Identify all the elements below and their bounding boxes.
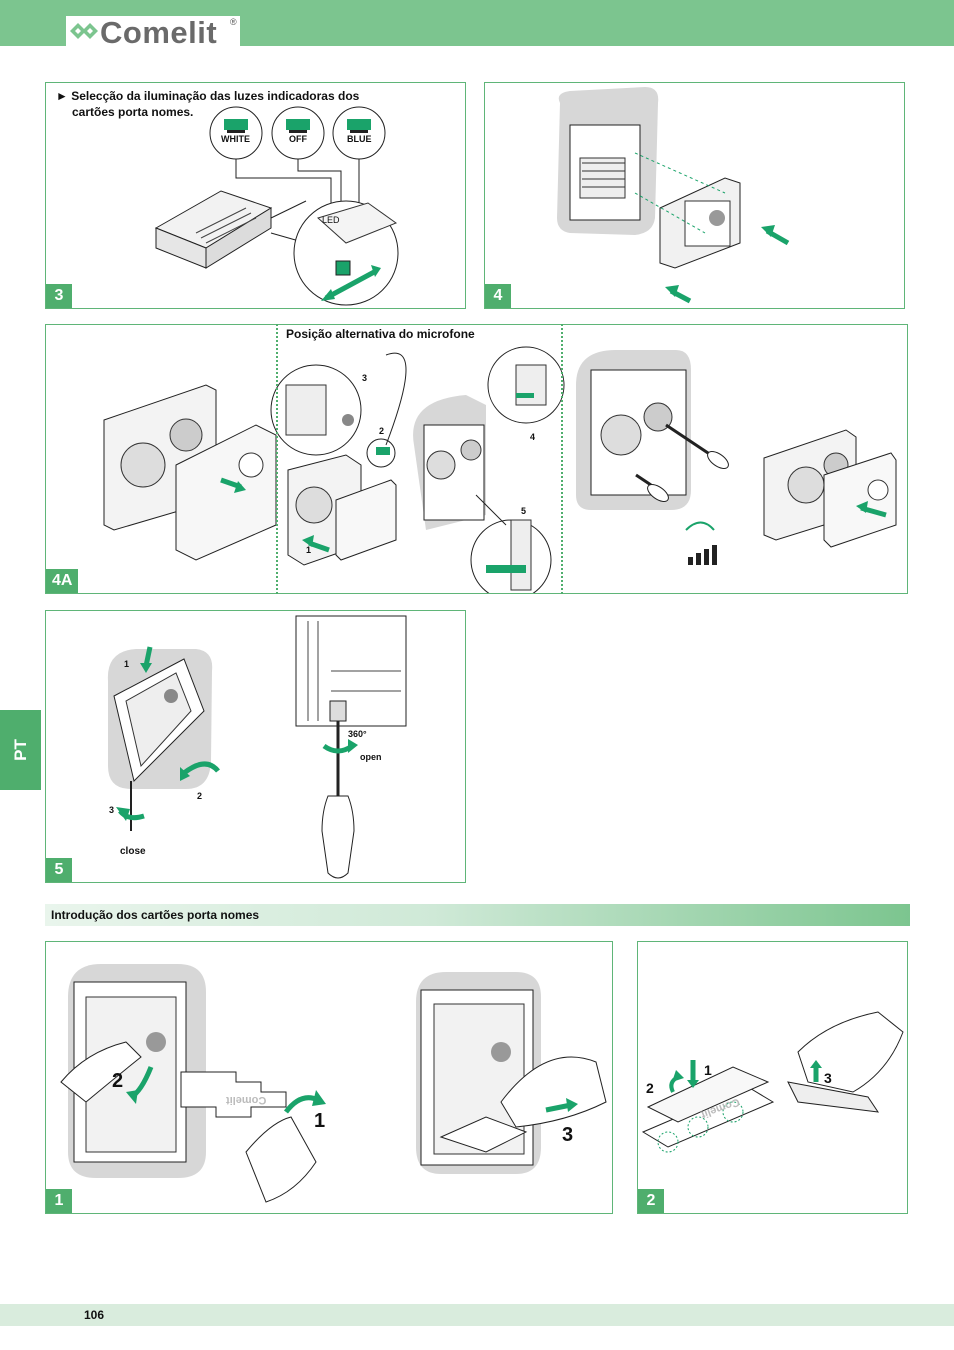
panel-number-badge: 3 <box>46 284 72 308</box>
mic-step-1: 1 <box>306 545 312 555</box>
panel-number-badge: 4 <box>485 284 511 308</box>
card-brand-watermark: Comelit <box>226 1094 267 1106</box>
led-title-line-1: ► Selecção da iluminação das luzes indic… <box>56 89 360 103</box>
divider-2 <box>561 324 563 594</box>
led-selection-illustration <box>154 106 399 306</box>
insert-step-3: 3 <box>562 1124 574 1146</box>
fold-step-2: 2 <box>646 1080 654 1096</box>
mic-alt-title: Posição alternativa do microfone <box>286 327 475 341</box>
microphone-position-illustration <box>103 346 897 593</box>
insert-step-1: 1 <box>314 1110 326 1132</box>
panel-step-2: 1 2 3 Comelit 2 <box>637 941 908 1214</box>
panel-number-badge: 1 <box>46 1189 72 1213</box>
frame-step-2: 2 <box>197 791 203 801</box>
insert-step-2: 2 <box>112 1070 124 1092</box>
frame-step-3: 3 <box>109 805 115 815</box>
panel-step-1: 2 1 3 Comelit 1 <box>45 941 613 1214</box>
option-blue-label: BLUE <box>347 134 372 144</box>
panel-step-4: 4 <box>484 82 905 309</box>
mic-step-2: 2 <box>379 426 385 436</box>
brand-name: Comelit <box>100 15 218 50</box>
panel-number-badge: 4A <box>46 569 79 593</box>
comelit-logo-icon <box>70 23 98 39</box>
panel-step-3: ► Selecção da iluminação das luzes indic… <box>45 82 466 309</box>
mic-step-3: 3 <box>362 373 368 383</box>
frame-closing-illustration <box>107 615 407 879</box>
fold-step-3: 3 <box>824 1070 832 1086</box>
footer-bar: 106 <box>0 1304 954 1326</box>
page-number: 106 <box>84 1308 105 1322</box>
mic-step-4: 4 <box>530 432 536 442</box>
module-mounting-illustration <box>557 87 790 304</box>
panel-step-5: 1 2 3 close 360° open 5 <box>45 610 466 883</box>
card-folding-illustration <box>641 1011 904 1153</box>
panel-number-badge: 5 <box>46 858 72 882</box>
led-board-label: LED <box>322 215 340 225</box>
section-header: Introdução dos cartões porta nomes <box>45 904 910 926</box>
language-tab-label: PT <box>11 739 30 761</box>
option-off-label: OFF <box>289 134 307 144</box>
fold-step-1: 1 <box>704 1062 712 1078</box>
panel-step-4a: Posição alternativa do microfone 1 2 3 4… <box>45 324 908 594</box>
frame-step-1: 1 <box>124 659 130 669</box>
led-title-line-2: cartões porta nomes. <box>72 105 194 119</box>
panel-number-badge: 2 <box>638 1189 664 1213</box>
rotation-label: 360° <box>348 729 367 739</box>
option-white-label: WHITE <box>221 134 250 144</box>
divider-1 <box>276 324 278 594</box>
close-label: close <box>120 846 146 857</box>
open-label: open <box>360 752 382 762</box>
name-card-insertion-illustration <box>60 964 607 1203</box>
language-tab: PT <box>0 710 41 790</box>
mic-step-5: 5 <box>521 506 527 516</box>
registered-mark: ® <box>230 17 237 27</box>
section-title: Introdução dos cartões porta nomes <box>51 908 260 922</box>
